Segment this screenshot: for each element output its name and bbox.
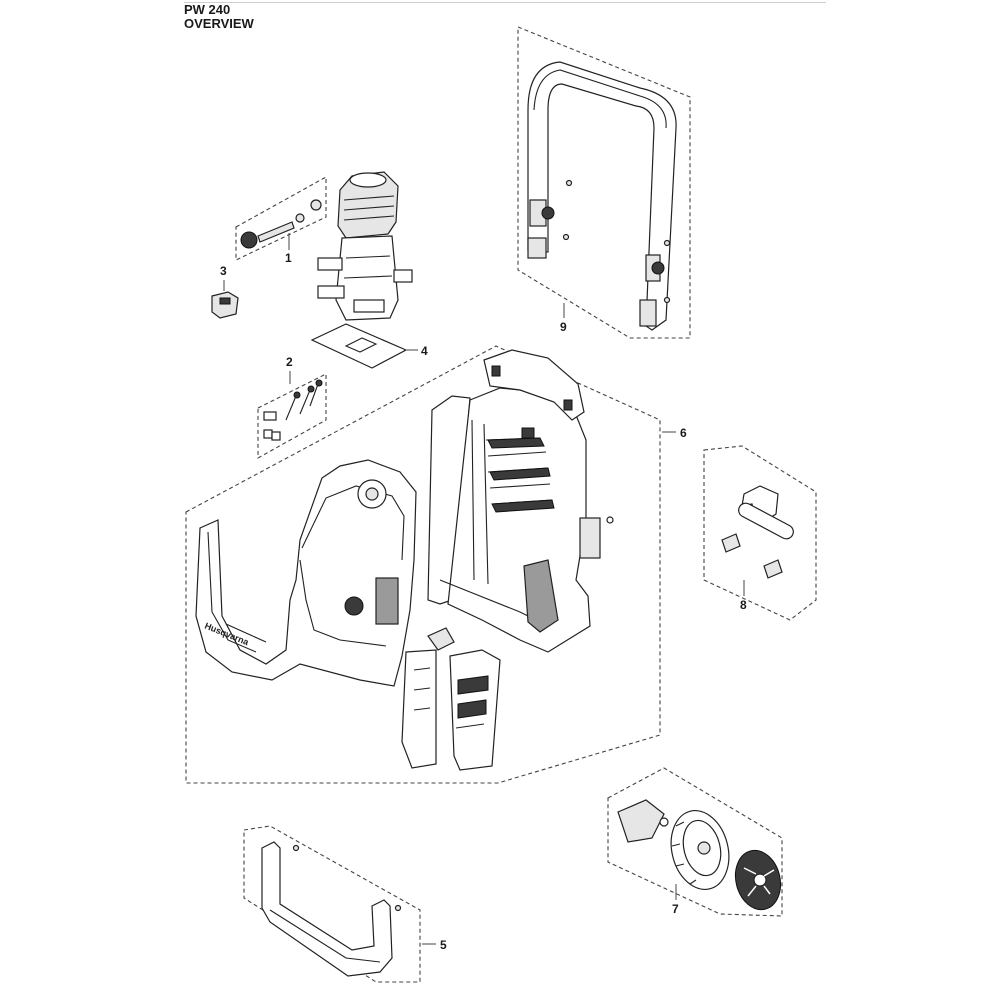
view-title: OVERVIEW [184, 16, 254, 31]
screw-icon [394, 904, 402, 912]
callout-9[interactable]: 9 [560, 320, 567, 334]
wheel-kit-box [607, 767, 783, 917]
callout-7[interactable]: 7 [672, 902, 679, 916]
switch-group[interactable]: 3 [211, 264, 239, 319]
screw-icon [565, 179, 573, 187]
callout-5[interactable]: 5 [440, 938, 447, 952]
hose-holder-group[interactable]: 8 [703, 445, 817, 621]
screw-icon [292, 844, 300, 852]
front-cover-part[interactable]: Husqvarna [195, 459, 417, 687]
callout-4[interactable]: 4 [421, 344, 428, 358]
base-frame-box [243, 825, 421, 983]
housing-box [185, 345, 661, 784]
connector-kit-group[interactable]: 1 [235, 176, 327, 265]
connector-cap [240, 231, 258, 249]
switch-part[interactable] [211, 291, 239, 319]
callout-6[interactable]: 6 [680, 426, 687, 440]
base-frame-group[interactable]: 5 [243, 825, 447, 983]
wheel-kit-group[interactable]: 7 [607, 767, 787, 917]
pad-part[interactable] [310, 323, 408, 369]
screw-icon [663, 296, 671, 304]
callout-1[interactable]: 1 [285, 251, 292, 265]
housing-group[interactable]: 6 Husqvarna [185, 345, 687, 784]
hose-holder-box [703, 445, 817, 621]
callout-2[interactable]: 2 [286, 355, 293, 369]
base-frame-part[interactable] [261, 841, 393, 977]
handle-group-box [517, 26, 691, 339]
handle-group[interactable]: 9 [517, 26, 691, 339]
pump-motor[interactable] [317, 171, 413, 321]
callout-8[interactable]: 8 [740, 598, 747, 612]
side-panel-left[interactable] [401, 627, 455, 769]
screw-icon [562, 233, 570, 241]
side-panel-right[interactable] [449, 649, 501, 771]
handle-knob-left [541, 206, 555, 220]
cable-kit-group[interactable]: 2 [257, 355, 327, 459]
header-rule [184, 2, 826, 3]
pad-group[interactable]: 4 [310, 323, 428, 369]
callout-3[interactable]: 3 [220, 264, 227, 278]
model-title: PW 240 [184, 2, 231, 17]
handle-knob-right [651, 261, 665, 275]
hose-strap-part[interactable] [736, 501, 796, 542]
cable-kit-box [257, 373, 327, 459]
connector-kit-box [235, 176, 327, 261]
screw-icon [663, 239, 671, 247]
rear-frame-part[interactable] [427, 349, 614, 653]
handle-part[interactable] [527, 61, 677, 331]
axle-bracket-part[interactable] [617, 799, 665, 843]
